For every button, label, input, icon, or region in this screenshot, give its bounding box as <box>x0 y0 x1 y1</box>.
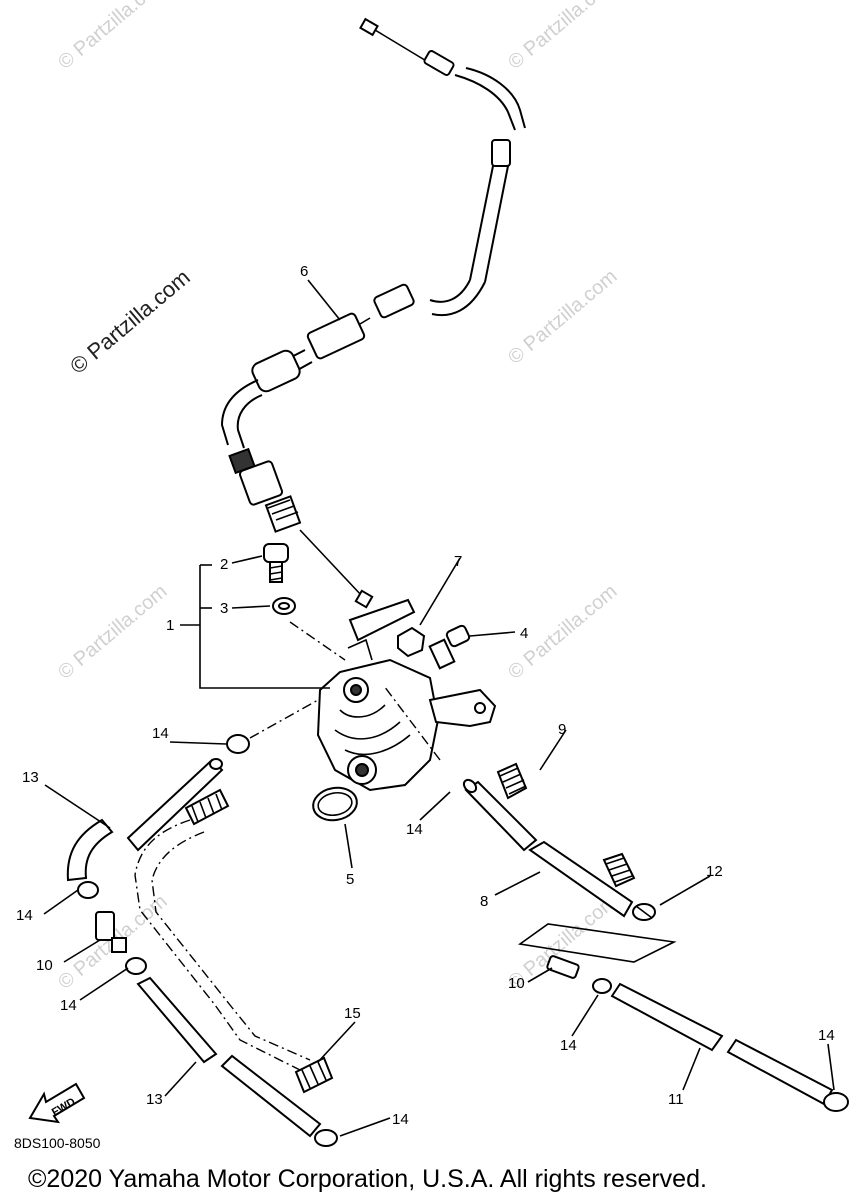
clip-part-14-left-top <box>226 734 250 754</box>
hose-group-outline <box>517 923 677 963</box>
callout-11: 11 <box>668 1091 684 1108</box>
callout-14: 14 <box>406 821 423 838</box>
clip-part-14-left-low <box>125 957 147 975</box>
callout-10-left: 10 <box>36 957 53 974</box>
copyright-notice: ©2020 Yamaha Motor Corporation, U.S.A. A… <box>28 1165 707 1193</box>
spring-part-15-lower <box>294 1056 334 1094</box>
callout-1: 1 <box>166 617 174 634</box>
washer-part-3 <box>272 597 296 615</box>
clip-part-14-far-right <box>823 1092 849 1112</box>
clip-part-14-bottom <box>314 1129 338 1147</box>
clip-part-14-right <box>592 978 612 994</box>
callout-14: 14 <box>392 1111 409 1128</box>
spring-part-9 <box>496 762 636 888</box>
fitting-part-10-left <box>95 911 127 953</box>
callout-5: 5 <box>346 871 354 888</box>
callout-14: 14 <box>818 1027 835 1044</box>
throttle-cable <box>220 17 526 609</box>
callout-9: 9 <box>558 721 566 738</box>
clip-part-14-left-mid <box>77 881 99 899</box>
callout-13-lower: 13 <box>146 1091 163 1108</box>
callout-6: 6 <box>300 263 308 280</box>
callout-2: 2 <box>220 556 228 573</box>
hose-long-left <box>134 819 311 1071</box>
fitting-part-10-right <box>546 955 580 979</box>
callout-14: 14 <box>152 725 169 742</box>
callout-10-right: 10 <box>508 975 525 992</box>
o-ring-part-5 <box>312 786 358 822</box>
hose-part-8 <box>462 778 634 918</box>
clip-part-12 <box>632 903 656 921</box>
callout-14: 14 <box>560 1037 577 1054</box>
callout-8: 8 <box>480 893 488 910</box>
callout-14: 14 <box>60 997 77 1014</box>
hose-part-11 <box>610 982 834 1106</box>
screw-part-4 <box>428 624 471 670</box>
callout-4: 4 <box>520 625 528 642</box>
nut-part-7 <box>397 626 426 658</box>
watermark-text: © Partzilla.com <box>504 265 621 368</box>
callouts: 1 2 3 4 5 6 7 8 9 10 10 11 12 13 13 14 1… <box>16 263 835 1128</box>
hose-part-13-upper <box>66 758 224 882</box>
leader-lines <box>43 279 835 1137</box>
callout-3: 3 <box>220 600 228 617</box>
watermark-text: © Partzilla.com <box>54 580 171 683</box>
watermark-text: © Partzilla.com <box>504 0 621 74</box>
diagram-code: 8DS100-8050 <box>14 1135 101 1151</box>
callout-13-upper: 13 <box>22 769 39 786</box>
callout-14: 14 <box>16 907 33 924</box>
screw-part-2 <box>263 543 289 583</box>
spring-part-15-upper <box>184 788 230 826</box>
hose-part-13-lower <box>136 976 322 1138</box>
watermark-main: © Partzilla.com <box>65 264 195 378</box>
throttle-body <box>316 598 497 792</box>
fwd-arrow-icon: FWD <box>28 1082 86 1124</box>
watermark-text: © Partzilla.com <box>54 0 171 74</box>
callout-7: 7 <box>454 553 462 570</box>
callout-15: 15 <box>344 1005 361 1022</box>
callout-12: 12 <box>706 863 723 880</box>
